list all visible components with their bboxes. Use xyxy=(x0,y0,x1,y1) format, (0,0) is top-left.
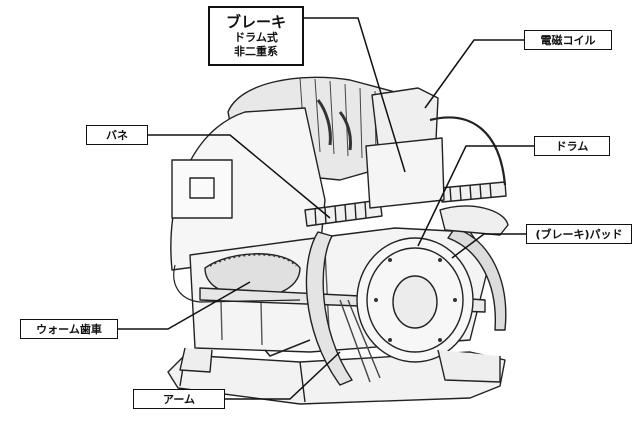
leader-drum xyxy=(417,145,534,247)
label-drum: ドラム xyxy=(534,136,610,156)
spring-right xyxy=(439,181,507,203)
left-cover xyxy=(170,107,326,271)
leader-arm xyxy=(225,351,341,400)
leader-worm xyxy=(118,281,251,330)
drum-rim xyxy=(366,247,464,353)
support-leg-right xyxy=(437,349,501,383)
label-drum-text: ドラム xyxy=(555,140,589,153)
handle-lever xyxy=(264,339,311,357)
label-spring: バネ xyxy=(86,125,148,145)
drum-hub xyxy=(392,275,438,329)
leader-pad xyxy=(451,233,526,259)
title-main: ブレーキ xyxy=(225,12,286,31)
wiring-harness xyxy=(173,264,301,303)
label-brake-pad-text: (ブレーキ)パッド xyxy=(535,228,623,241)
coil-body xyxy=(365,137,445,209)
label-arm-text: アーム xyxy=(162,393,195,406)
label-electromagnetic-coil-text: 電磁コイル xyxy=(540,34,596,47)
title-subtitle-drum-type: ドラム式 xyxy=(234,30,278,44)
label-electromagnetic-coil: 電磁コイル xyxy=(524,30,612,50)
leader-coil xyxy=(424,39,524,109)
coil-cable xyxy=(429,116,507,186)
label-spring-text: バネ xyxy=(106,129,128,142)
spring-left xyxy=(304,199,383,227)
junction-box-lid xyxy=(189,177,215,199)
label-worm-gear: ウォーム歯車 xyxy=(20,319,118,339)
label-arm: アーム xyxy=(133,389,225,409)
brake-arm xyxy=(305,231,353,386)
label-worm-gear-text: ウォーム歯車 xyxy=(36,323,102,336)
leader-title xyxy=(304,17,406,173)
leader-spring xyxy=(148,134,331,219)
motor-slots xyxy=(316,99,352,151)
title-subtitle-non-redundant: 非二重系 xyxy=(234,44,278,58)
drum-bolts xyxy=(374,258,457,342)
support-leg-left xyxy=(179,347,213,373)
label-brake-pad: (ブレーキ)パッド xyxy=(526,224,632,244)
brake-pad xyxy=(447,227,507,331)
junction-box xyxy=(171,159,233,219)
arm-brace xyxy=(339,299,381,383)
title-box: ブレーキ ドラム式 非二重系 xyxy=(208,6,304,66)
pad-bracket xyxy=(439,205,509,236)
